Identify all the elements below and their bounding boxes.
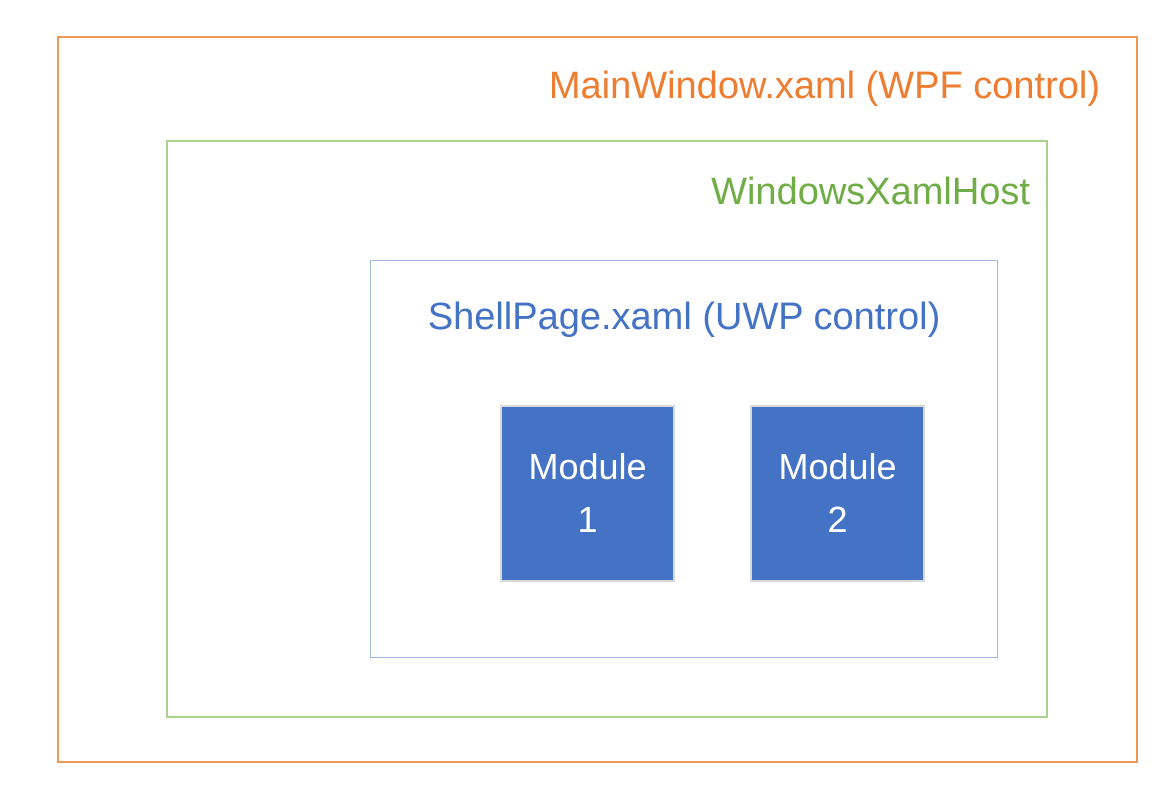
shellpage-label: ShellPage.xaml (UWP control): [427, 296, 941, 338]
windowsxamlhost-label: WindowsXamlHost: [711, 171, 1030, 213]
module-2-label: Module: [778, 446, 897, 488]
module-1-box: Module 1: [500, 405, 675, 582]
module-2-number: 2: [827, 498, 848, 540]
module-1-number: 1: [577, 498, 598, 540]
mainwindow-label: MainWindow.xaml (WPF control): [548, 65, 1100, 107]
module-2-box: Module 2: [750, 405, 925, 582]
windowsxamlhost-box: WindowsXamlHost ShellPage.xaml (UWP cont…: [166, 140, 1048, 718]
shellpage-box: ShellPage.xaml (UWP control) Module 1 Mo…: [370, 260, 998, 658]
module-1-label: Module: [528, 446, 647, 488]
mainwindow-box: MainWindow.xaml (WPF control) WindowsXam…: [57, 36, 1138, 763]
